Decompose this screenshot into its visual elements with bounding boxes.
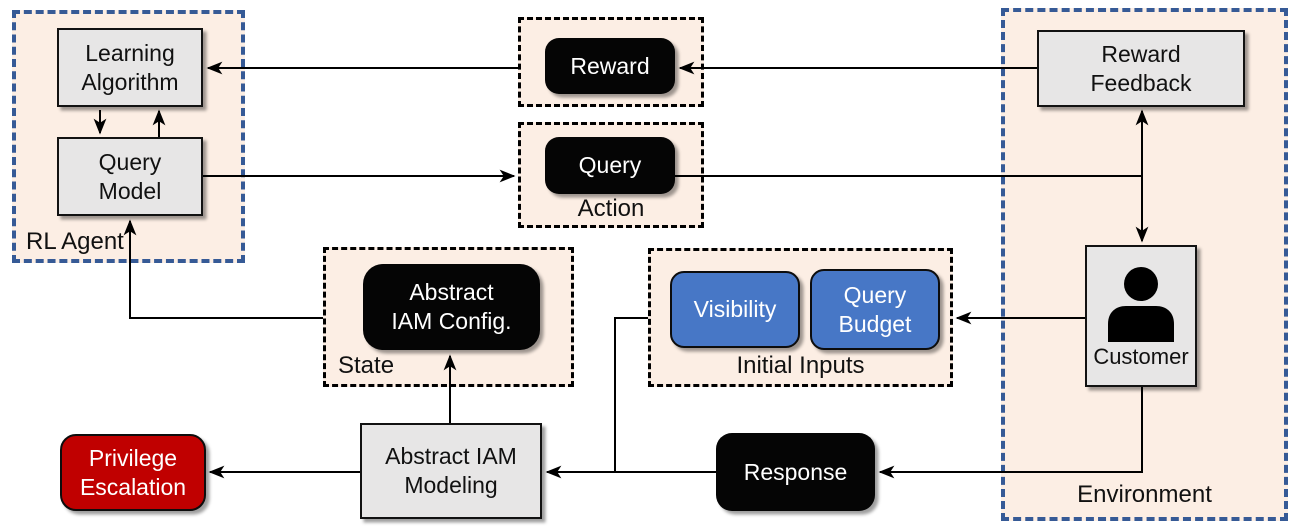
reward-feedback-line2: Feedback — [1090, 69, 1192, 96]
person-icon — [1108, 267, 1174, 342]
reward-feedback-line1: Reward — [1101, 40, 1181, 67]
abstract-iam-config-box: Abstract IAM Config. — [363, 264, 540, 350]
privilege-escalation-box: Privilege Escalation — [60, 434, 206, 511]
reward-box: Reward — [545, 38, 675, 94]
visibility-box: Visibility — [670, 271, 800, 348]
query-budget-box: Query Budget — [810, 269, 940, 350]
visibility-label: Visibility — [693, 296, 777, 322]
query-budget-line1: Query — [843, 281, 907, 308]
response-box: Response — [716, 433, 875, 511]
privilege-escalation-line2: Escalation — [79, 473, 187, 500]
response-label: Response — [743, 458, 848, 485]
privilege-escalation-line1: Privilege — [88, 444, 178, 471]
learning-algorithm-line1: Learning — [85, 39, 175, 66]
customer-box: Customer — [1085, 245, 1197, 387]
query-model-line1: Query — [98, 148, 162, 175]
query-action-box: Query — [545, 137, 675, 194]
learning-algorithm-line2: Algorithm — [81, 68, 179, 95]
environment-label: Environment — [1077, 481, 1212, 508]
learning-algorithm-box: Learning Algorithm — [57, 28, 203, 107]
query-model-box: Query Model — [57, 137, 203, 216]
abstract-iam-config-line1: Abstract — [409, 279, 494, 305]
query-budget-line2: Budget — [838, 310, 912, 337]
initial-inputs-label: Initial Inputs — [736, 352, 865, 379]
action-label: Action — [577, 195, 645, 222]
abstract-iam-config-line2: IAM Config. — [391, 308, 512, 334]
abstract-iam-modeling-box: Abstract IAM Modeling — [360, 423, 542, 519]
abstract-iam-modeling-line2: Modeling — [404, 472, 498, 498]
reward-feedback-box: Reward Feedback — [1037, 30, 1245, 107]
state-label: State — [338, 352, 395, 379]
rl-agent-label: RL Agent — [26, 228, 124, 255]
query-action-label: Query — [578, 152, 642, 178]
abstract-iam-modeling-line1: Abstract IAM — [385, 443, 517, 469]
reward-label: Reward — [570, 52, 650, 79]
connector-initialinputs-to-modeling-line — [614, 317, 648, 471]
customer-label: Customer — [1093, 344, 1189, 369]
query-model-line2: Model — [98, 177, 162, 204]
